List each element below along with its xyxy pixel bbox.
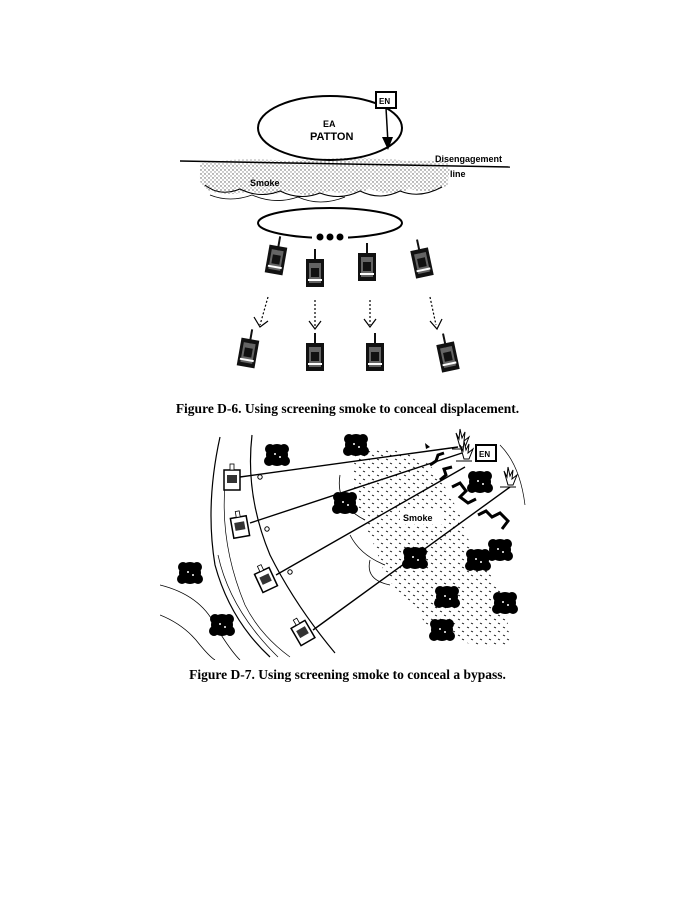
tank-front-1 (264, 234, 290, 276)
road-bend (160, 434, 336, 660)
tank-rear-2 (306, 333, 324, 371)
vehicle-2 (228, 509, 251, 539)
bush (492, 592, 518, 614)
bush (332, 492, 358, 514)
tank-front-2 (306, 249, 324, 287)
ea-name-label: PATTON (310, 131, 353, 143)
disengagement-label: Disengagement (435, 154, 502, 164)
bush (264, 444, 290, 466)
tank-rear-1 (236, 327, 262, 369)
fire-burst (455, 440, 474, 462)
vehicle-3 (251, 561, 279, 594)
enemy-symbol: EN (475, 444, 497, 462)
bush (467, 471, 493, 493)
disengagement-line-label: line (450, 169, 466, 179)
bush (465, 549, 491, 571)
bush (402, 547, 428, 569)
vehicle-4 (287, 614, 316, 647)
figure-d7-diagram: Smoke (160, 428, 526, 660)
enemy-symbol: EN (375, 91, 397, 150)
smoke-label: Smoke (250, 178, 280, 188)
fire-burst (499, 466, 518, 488)
smoke-label: Smoke (403, 513, 433, 523)
tank-rear-4 (434, 331, 460, 373)
figure-d6-diagram: Smoke EA PATTON Disengagement line EN (180, 91, 511, 373)
tank-rear-3 (366, 333, 384, 371)
disengagement-line (180, 160, 511, 168)
figure-d7-caption: Figure D-7. Using screening smoke to con… (189, 667, 506, 682)
engagement-area-oval (257, 95, 403, 161)
obstacle-wire (429, 451, 510, 530)
bush (343, 434, 369, 456)
vehicle-1 (223, 463, 241, 491)
tank-front-4 (408, 237, 434, 279)
bush (434, 586, 460, 608)
bush (487, 539, 513, 561)
enemy-label: EN (479, 450, 490, 459)
tank-front-3 (358, 243, 376, 281)
ea-label: EA (323, 119, 336, 129)
smoke-cloud: Smoke (199, 158, 450, 203)
movement-arrows (253, 296, 443, 331)
figure-d6-caption: Figure D-6. Using screening smoke to con… (175, 401, 520, 416)
bush (209, 614, 235, 636)
enemy-label: EN (379, 97, 390, 106)
bush (429, 619, 455, 641)
bush (177, 562, 203, 584)
